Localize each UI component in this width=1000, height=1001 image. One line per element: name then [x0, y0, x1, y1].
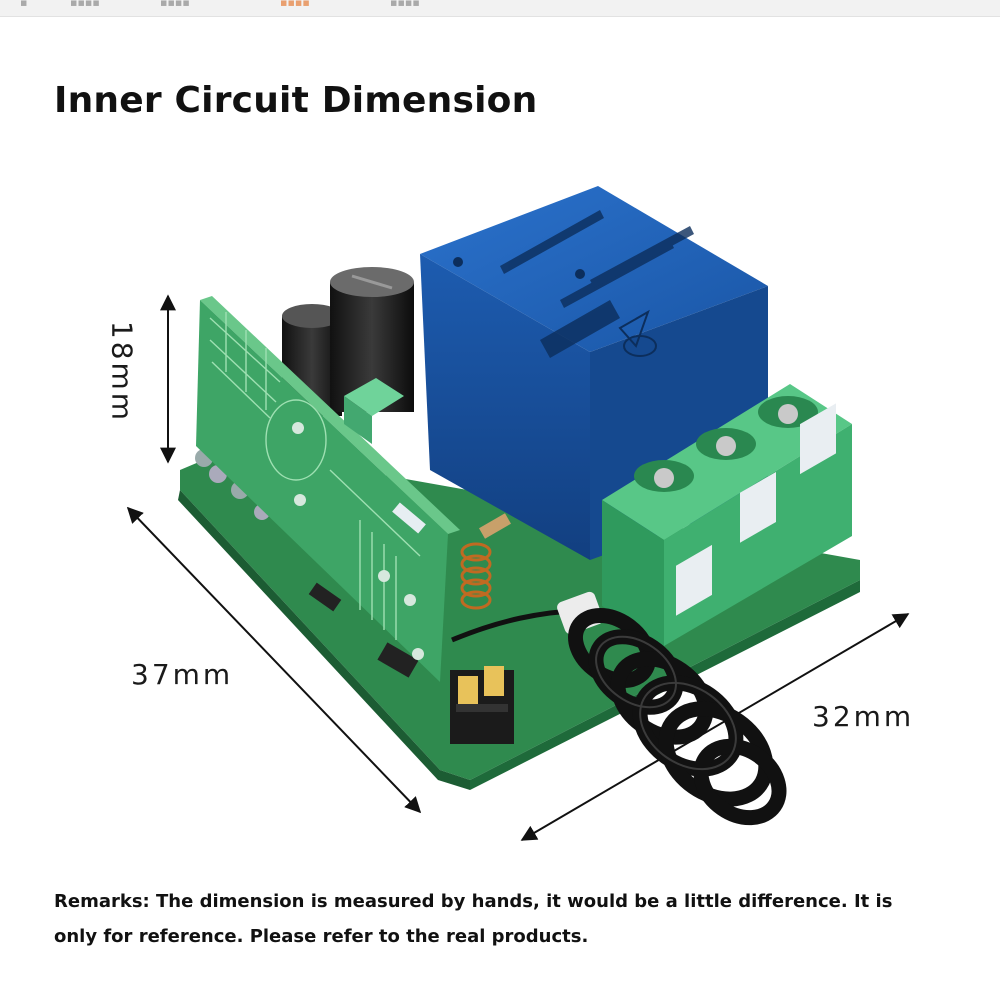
- length-arrow: [126, 506, 422, 814]
- width-label: 32mm: [812, 700, 915, 733]
- cropped-top-bar: ▪▪▪▪▪▪▪▪▪▪▪▪▪▪▪▪▪: [0, 0, 1000, 17]
- terminal-block: [602, 384, 852, 646]
- height-label: 18mm: [105, 320, 139, 424]
- antenna-cable: [451, 591, 787, 826]
- length-label: 37mm: [131, 658, 234, 691]
- page-title: Inner Circuit Dimension: [54, 80, 538, 121]
- width-arrow: [520, 613, 910, 841]
- jumper-header: [450, 666, 514, 744]
- inductor-coil: [460, 542, 492, 610]
- resistor: [479, 513, 511, 539]
- receiver-module: [196, 296, 460, 682]
- trimmer: [344, 378, 404, 444]
- remarks-text: Remarks: The dimension is measured by ha…: [54, 891, 893, 947]
